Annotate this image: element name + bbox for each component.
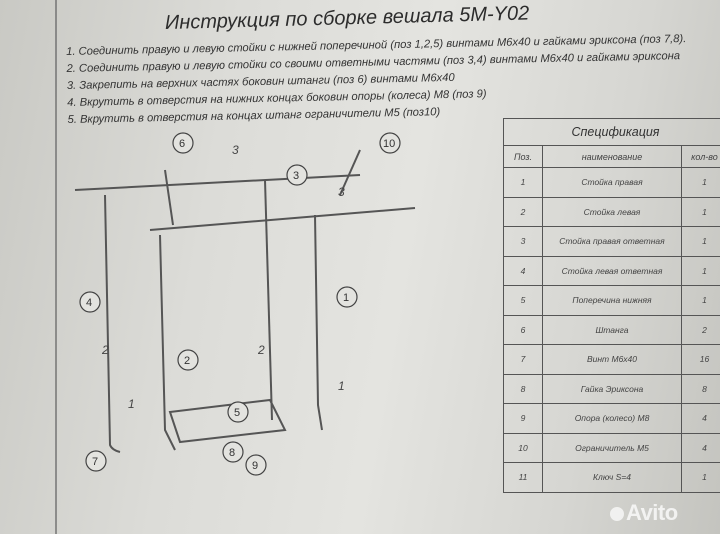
left-post	[104, 194, 121, 453]
callout-5	[227, 401, 249, 423]
assembly-diagram: 6 10 3 4 1 2 5 8 9 7 3 3 2 2 1 1	[74, 132, 416, 476]
cell-qty: 1	[681, 462, 720, 493]
cell-name: Стойка правая	[542, 167, 682, 198]
right-post-inner	[314, 214, 323, 431]
avito-watermark: Avito	[610, 500, 678, 526]
header-qty: кол-во	[681, 145, 720, 168]
cell-qty: 1	[681, 285, 720, 316]
label-1b: 1	[338, 379, 345, 393]
cell-pos: 5	[503, 285, 543, 316]
header-pos: Поз.	[503, 145, 543, 168]
document-title: Инструкция по сборке вешала 5M-Y02	[164, 2, 530, 34]
callout-4	[79, 291, 101, 313]
cell-pos: 3	[503, 226, 543, 257]
cell-qty: 1	[681, 255, 720, 286]
callout-8-text: 8	[229, 447, 235, 459]
cell-name: Ключ S=4	[542, 462, 682, 493]
cell-name: Поперечина нижняя	[542, 285, 682, 316]
cell-qty: 16	[681, 344, 720, 375]
bottom-bar	[168, 398, 287, 444]
callout-2-text: 2	[184, 355, 190, 367]
avito-logo-icon	[610, 507, 624, 521]
page-border	[55, 0, 57, 534]
callout-5-text: 5	[234, 407, 240, 419]
pole-6	[164, 169, 174, 226]
callout-8	[222, 441, 244, 463]
cell-name: Штанга	[542, 314, 682, 345]
left-post-inner	[159, 234, 176, 451]
bar-lower	[149, 207, 416, 231]
cell-qty: 8	[681, 373, 720, 404]
cell-pos: 4	[503, 255, 543, 286]
cell-qty: 1	[681, 196, 720, 227]
cell-qty: 1	[681, 226, 720, 257]
cell-name: Стойка левая ответная	[542, 255, 682, 286]
table-caption: Спецификация	[503, 118, 720, 146]
cell-qty: 1	[681, 167, 720, 198]
cell-qty: 4	[681, 432, 720, 463]
cell-pos: 10	[503, 432, 543, 463]
cell-pos: 9	[503, 403, 543, 434]
header-name: наименование	[542, 145, 682, 168]
callout-4-text: 4	[86, 297, 92, 309]
callout-6	[172, 132, 194, 154]
cell-qty: 4	[681, 403, 720, 434]
cell-name: Винт М6х40	[542, 344, 682, 375]
cell-name: Гайка Эриксона	[542, 373, 682, 404]
instruction-steps: 1. Соединить правую и левую стойки с ниж…	[66, 31, 688, 129]
label-2a: 2	[101, 343, 109, 357]
callout-7-text: 7	[92, 456, 98, 468]
right-post	[264, 179, 273, 421]
cell-name: Стойка левая	[542, 196, 682, 227]
cell-pos: 2	[503, 196, 543, 227]
label-3b: 3	[338, 185, 345, 199]
cell-pos: 11	[503, 462, 543, 493]
cell-pos: 8	[503, 373, 543, 404]
callout-3	[286, 164, 308, 186]
callout-9-text: 9	[252, 460, 258, 472]
bar-top	[74, 174, 361, 191]
callout-9	[245, 454, 267, 476]
callout-3-text: 3	[293, 170, 299, 182]
cell-name: Стойка правая ответная	[542, 226, 682, 257]
cell-qty: 2	[681, 314, 720, 345]
pole-10	[339, 149, 361, 196]
callout-2	[177, 349, 199, 371]
cell-name: Ограничитель М5	[542, 432, 682, 463]
cell-pos: 1	[503, 167, 543, 198]
label-3a: 3	[232, 143, 239, 157]
label-1a: 1	[128, 397, 135, 411]
label-2b: 2	[257, 343, 265, 357]
cell-pos: 6	[503, 314, 543, 345]
cell-name: Опора (колесо) М8	[542, 403, 682, 434]
callout-7	[85, 450, 107, 472]
callout-10	[379, 132, 401, 154]
callout-1-text: 1	[343, 292, 349, 304]
callout-10-text: 10	[383, 138, 395, 150]
callout-1	[336, 286, 358, 308]
cell-pos: 7	[503, 344, 543, 375]
callout-6-text: 6	[179, 138, 185, 150]
